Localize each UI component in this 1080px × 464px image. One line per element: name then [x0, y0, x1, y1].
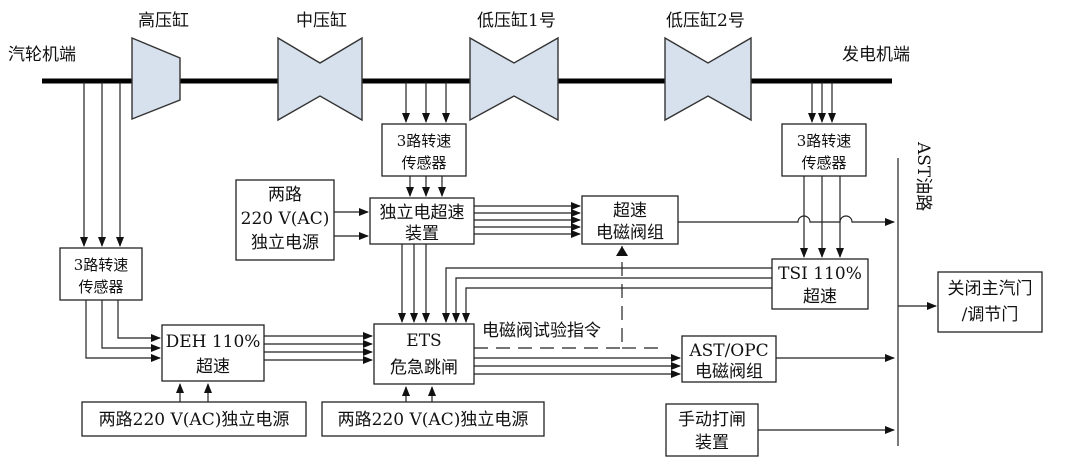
- svg-text:/调节门: /调节门: [962, 305, 1019, 325]
- ets-power-supply-box: 两路220 V(AC)独立电源: [321, 401, 545, 437]
- ip-cylinder-label: 中压缸: [296, 10, 347, 31]
- svg-text:两路: 两路: [268, 185, 302, 205]
- svg-text:TSI 110%: TSI 110%: [778, 264, 862, 284]
- independent-overspeed-device: 独立电超速 装置: [369, 197, 475, 245]
- svg-text:ETS: ETS: [406, 331, 441, 351]
- ets-emergency-trip-box: ETS 危急跳闸: [373, 323, 475, 385]
- svg-text:装置: 装置: [405, 224, 439, 244]
- svg-text:独立电源: 独立电源: [251, 233, 319, 253]
- left-sensor-line2: 传感器: [78, 278, 123, 296]
- left-sensor-line1: 3路转速: [74, 256, 129, 274]
- svg-text:手动打闸: 手动打闸: [678, 410, 746, 430]
- dual-power-supply-box: 两路 220 V(AC) 独立电源: [235, 179, 335, 261]
- right-sensor-line2: 传感器: [801, 154, 846, 172]
- middle-speed-sensor: 3路转速 传感器: [381, 82, 467, 177]
- svg-text:装置: 装置: [695, 433, 729, 453]
- svg-text:关闭主汽门: 关闭主汽门: [948, 279, 1033, 299]
- svg-text:AST/OPC: AST/OPC: [688, 341, 768, 361]
- turbine-end-label: 汽轮机端: [8, 45, 76, 65]
- right-speed-sensor: 3路转速 传感器: [781, 82, 867, 177]
- svg-text:超速: 超速: [613, 201, 647, 221]
- close-main-steam-valves-box: 关闭主汽门 /调节门: [937, 271, 1043, 333]
- svg-text:电磁阀组: 电磁阀组: [695, 362, 763, 382]
- lp-cylinder-2-label: 低压缸2号: [666, 10, 745, 31]
- overspeed-solenoid-valves: 超速 电磁阀组: [581, 195, 679, 245]
- svg-text:220 V(AC): 220 V(AC): [241, 209, 330, 229]
- ip-cylinder-shape: [277, 36, 363, 122]
- ast-oil-line-label: AST油路: [913, 141, 933, 211]
- middle-sensor-line2: 传感器: [401, 154, 446, 172]
- svg-text:超速: 超速: [196, 357, 230, 377]
- lp-cylinder-1-shape: [469, 36, 559, 122]
- right-sensor-line1: 3路转速: [797, 132, 852, 150]
- tsi-overspeed-box: TSI 110% 超速: [771, 258, 869, 310]
- middle-sensor-line1: 3路转速: [397, 132, 452, 150]
- lp-cylinder-1-label: 低压缸1号: [477, 10, 556, 31]
- valve-test-command-label: 电磁阀试验指令: [482, 321, 601, 341]
- left-speed-sensor: 3路转速 传感器: [59, 82, 143, 301]
- lp-cylinder-2-shape: [664, 36, 752, 122]
- deh-power-supply-box: 两路220 V(AC)独立电源: [81, 401, 307, 437]
- generator-end-label: 发电机端: [842, 45, 910, 65]
- ast-opc-solenoid-valves: AST/OPC 电磁阀组: [681, 335, 777, 383]
- deh-overspeed-box: DEH 110% 超速: [161, 324, 265, 382]
- manual-trip-device: 手动打闸 装置: [665, 403, 759, 457]
- svg-text:DEH 110%: DEH 110%: [166, 332, 261, 352]
- svg-text:独立电超速: 独立电超速: [380, 203, 465, 223]
- hp-cylinder-label: 高压缸: [138, 10, 189, 31]
- svg-text:两路220 V(AC)独立电源: 两路220 V(AC)独立电源: [338, 410, 529, 430]
- svg-text:两路220 V(AC)独立电源: 两路220 V(AC)独立电源: [99, 410, 290, 430]
- svg-text:危急跳闸: 危急跳闸: [390, 358, 458, 378]
- hp-cylinder-shape: [131, 36, 181, 121]
- svg-text:电磁阀组: 电磁阀组: [596, 223, 664, 243]
- svg-text:超速: 超速: [803, 287, 837, 307]
- valve-test-dashed-line: [474, 246, 623, 349]
